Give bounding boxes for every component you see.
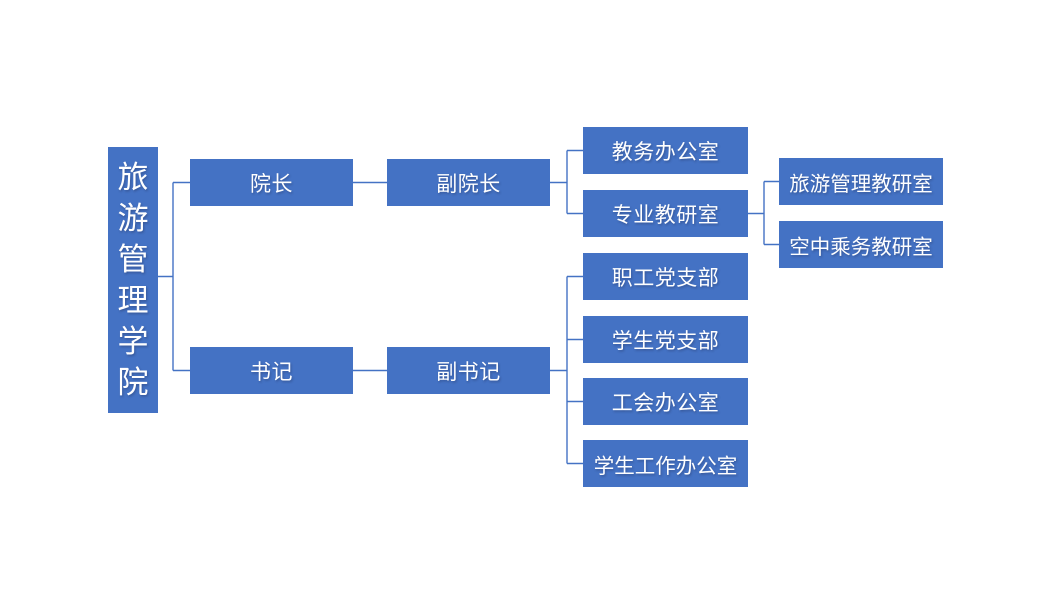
org-node-professional-teaching-research-office[interactable]: 专业教研室: [583, 190, 748, 237]
connector-root-to-level1: [158, 181, 190, 372]
org-node-professional-teaching-research-office-label: 专业教研室: [611, 203, 720, 227]
org-node-student-party-branch[interactable]: 学生党支部: [583, 316, 748, 363]
org-node-academic-affairs-office[interactable]: 教务办公室: [583, 127, 748, 174]
org-node-student-affairs-office[interactable]: 学生工作办公室: [583, 440, 748, 487]
org-node-staff-party-branch-label: 职工党支部: [611, 266, 720, 290]
org-node-vice-dean[interactable]: 副院长: [387, 159, 550, 206]
org-node-air-crew-teaching-research-office-label: 空中乘务教研室: [789, 235, 933, 259]
org-node-deputy-secretary-label: 副书记: [436, 360, 501, 384]
org-node-student-party-branch-label: 学生党支部: [611, 329, 720, 353]
org-node-college[interactable]: 旅游管理学院: [108, 147, 158, 413]
org-node-deputy-secretary[interactable]: 副书记: [387, 347, 550, 394]
org-node-academic-affairs-office-label: 教务办公室: [611, 140, 720, 164]
org-node-vice-dean-label: 副院长: [436, 172, 501, 196]
org-node-college-label: 旅游管理学院: [117, 160, 149, 400]
org-node-tourism-management-teaching-research-office[interactable]: 旅游管理教研室: [779, 158, 943, 205]
org-node-dean-label: 院长: [250, 172, 293, 196]
org-node-student-affairs-office-label: 学生工作办公室: [593, 454, 738, 478]
connector-deputy-secretary-to-offices: [550, 275, 583, 465]
org-node-dean[interactable]: 院长: [190, 159, 353, 206]
connector-vice-dean-to-offices: [550, 149, 583, 215]
connector-program-office-to-sub-offices: [748, 180, 779, 246]
org-node-secretary-label: 书记: [250, 360, 293, 384]
org-node-labor-union-office[interactable]: 工会办公室: [583, 378, 748, 425]
org-node-labor-union-office-label: 工会办公室: [611, 391, 720, 415]
org-node-air-crew-teaching-research-office[interactable]: 空中乘务教研室: [779, 221, 943, 268]
org-node-staff-party-branch[interactable]: 职工党支部: [583, 253, 748, 300]
org-node-secretary[interactable]: 书记: [190, 347, 353, 394]
org-node-tourism-management-teaching-research-office-label: 旅游管理教研室: [789, 172, 933, 196]
